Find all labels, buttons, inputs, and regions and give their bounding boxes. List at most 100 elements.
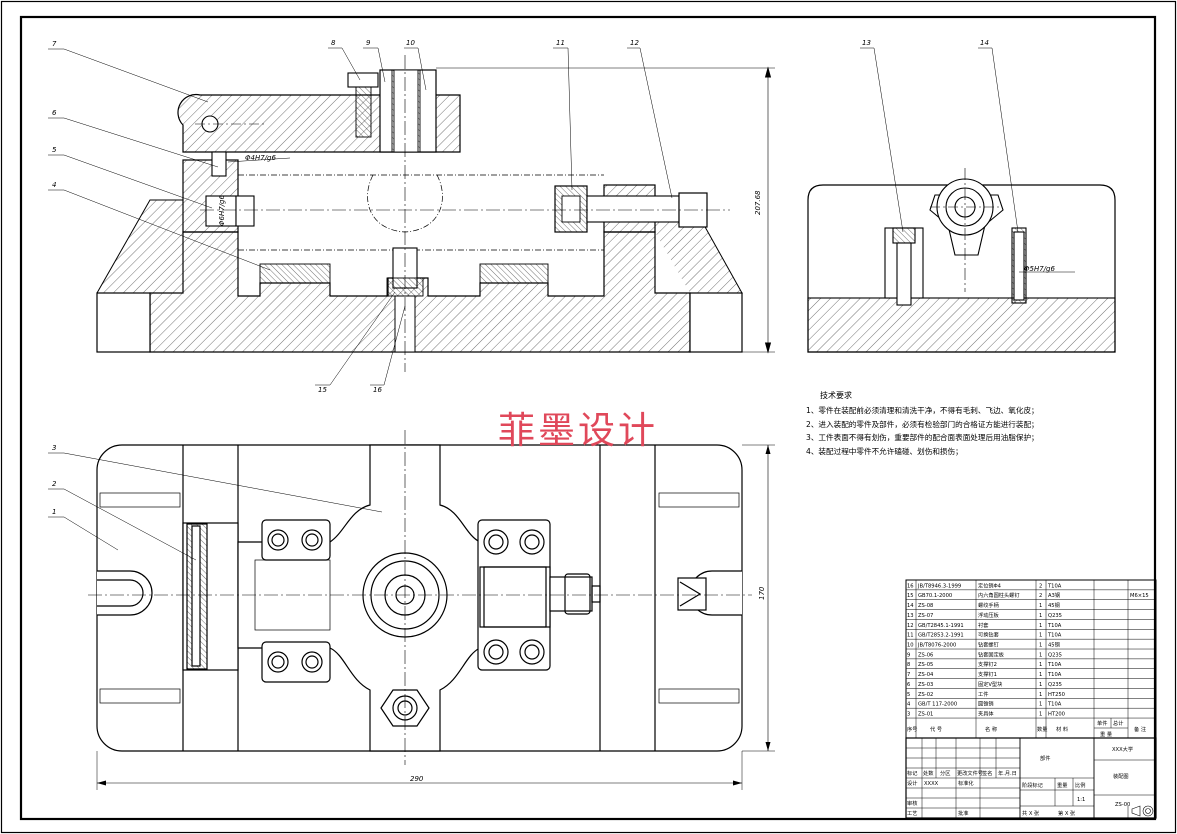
bom-cell: ZS-03 xyxy=(918,682,933,688)
tb-weight-label: 重量 xyxy=(1057,781,1067,789)
balloon-16: 16 xyxy=(373,386,382,394)
plan-view xyxy=(88,430,775,790)
bom-cell: GB/T 117-2000 xyxy=(918,702,957,708)
bom-cell: 1 xyxy=(1039,672,1042,678)
bom-header-no: 序号 xyxy=(907,725,917,733)
plan-height-dim: 170 xyxy=(758,586,766,600)
bom-cell: 支撑钉1 xyxy=(978,670,997,678)
bom-cell: ZS-04 xyxy=(918,672,934,678)
bom-header-remark: 备 注 xyxy=(1134,725,1146,733)
balloon-13: 13 xyxy=(862,39,871,47)
tb-drawing-no: ZS-00 xyxy=(1115,802,1130,808)
bom-cell: T10A xyxy=(1047,662,1062,668)
fit-callout-3: Φ5H7/g6 xyxy=(1024,265,1055,273)
balloon-4: 4 xyxy=(52,181,56,189)
watermark: 菲墨设计 xyxy=(498,409,658,452)
tech-line-2: 2、进入装配的零件及部件，必须有检验部门的合格证方能进行装配； xyxy=(806,419,1039,429)
tb-scale-label: 比例 xyxy=(1075,781,1085,789)
workpiece-phantom xyxy=(238,174,604,251)
bom-cell: 1 xyxy=(1039,643,1042,649)
bom-header-code: 代 号 xyxy=(930,725,942,733)
bom-cell: 1 xyxy=(1039,623,1042,629)
tb-approve-label: 批准 xyxy=(958,809,968,817)
bom-cell: 3 xyxy=(907,712,910,718)
tb-process-label: 工艺 xyxy=(907,810,917,817)
fit-callout-2: Φ6H7/g6 xyxy=(218,195,226,226)
bom-cell: 1 xyxy=(1039,662,1042,668)
bom-cell: M6×15 xyxy=(1130,593,1149,599)
bom-cell: 浮动压板 xyxy=(978,611,1000,619)
bom-cell: 1 xyxy=(1039,633,1042,639)
bom-cell: 5 xyxy=(907,692,910,698)
tb-sheet-total: 共 X 张 xyxy=(1022,809,1040,817)
left-flange xyxy=(96,292,151,353)
bom-cell: ZS-02 xyxy=(918,692,933,698)
bom-cell: 12 xyxy=(907,623,914,629)
bom-cell: 2 xyxy=(1039,593,1042,599)
tb-company: XXX大学 xyxy=(1112,745,1133,753)
bom-cell: 6 xyxy=(907,682,910,688)
tb-mark-label: 标记 xyxy=(907,769,917,777)
fit-callout-1: Φ4H7/g6 xyxy=(245,154,276,162)
bom-cell: T10A xyxy=(1047,702,1062,708)
bom-cell: JB/T8946.3-1999 xyxy=(917,583,961,589)
left-rib xyxy=(96,199,184,294)
plan-view-leaders xyxy=(48,452,383,561)
bom-cell: GB70.1-2000 xyxy=(918,593,952,599)
bom-cell: 11 xyxy=(907,633,914,639)
balloon-2: 2 xyxy=(52,480,57,488)
bom-cell: Q235 xyxy=(1048,613,1062,619)
tech-title: 技术要求 xyxy=(820,391,852,400)
bom-cell: 夹具体 xyxy=(978,710,994,718)
tb-date-label: 年.月.日 xyxy=(998,769,1017,777)
bom-cell: 7 xyxy=(907,672,910,678)
bom-cell: 16 xyxy=(907,583,914,589)
balloon-1: 1 xyxy=(52,508,56,516)
clamp-screw xyxy=(586,195,680,223)
tb-scale: 1:1 xyxy=(1077,797,1085,803)
bom-cell: 钻套螺钉 xyxy=(978,641,999,649)
side-view-leaders xyxy=(860,47,1019,233)
bom-cell: ZS-08 xyxy=(918,603,933,609)
tb-sheet-no: 第 X 张 xyxy=(1058,809,1076,817)
bom-cell: GB/T2853.2-1991 xyxy=(918,633,964,639)
tb-review-label: 审核 xyxy=(907,799,917,807)
balloon-7: 7 xyxy=(52,40,57,48)
bom-cell: 9 xyxy=(907,652,910,658)
front-view-leaders xyxy=(48,47,673,386)
tech-line-1: 1、零件在装配前必须清理和清洗干净，不得有毛刺、飞边、氧化皮； xyxy=(806,406,1039,415)
bom-cell: 15 xyxy=(907,593,914,599)
bom-cell: GB/T2845.1-1991 xyxy=(918,623,964,629)
locating-pin-5 xyxy=(205,195,237,227)
bom-cell: T10A xyxy=(1047,672,1062,678)
title-block xyxy=(905,737,1157,819)
balloon-5: 5 xyxy=(52,146,57,154)
technical-requirements: 技术要求 1、零件在装配前必须清理和清洗干净，不得有毛刺、飞边、氧化皮； 2、进… xyxy=(806,390,1156,458)
bom-header-weight: 重 量 xyxy=(1100,730,1112,738)
bom-cell: 衬套 xyxy=(978,621,989,629)
support-strip-right xyxy=(479,263,549,284)
side-base-section xyxy=(807,297,1116,353)
bom-cell: HT200 xyxy=(1048,712,1065,718)
bom-cell: 固定V型块 xyxy=(978,680,1003,688)
bom-cell: 1 xyxy=(1039,682,1042,688)
tech-line-3: 3、工件表面不得有划伤，重要部件的配合面表面处理后用油脂保护； xyxy=(806,433,1039,442)
front-height-dim: 207.68 xyxy=(754,190,762,215)
tb-stage-label: 阶段标记 xyxy=(1022,781,1043,789)
bom-cell: A3钢 xyxy=(1048,591,1060,599)
bom-cell: 可换钻套 xyxy=(978,631,1000,639)
bom-cell: 工件 xyxy=(978,690,988,698)
projection-symbol-icon xyxy=(1131,805,1154,817)
balloon-8: 8 xyxy=(331,39,336,47)
bom-cell: ZS-06 xyxy=(918,652,933,658)
tb-sign-label: 签名 xyxy=(982,769,992,777)
bom-cell: ZS-05 xyxy=(918,662,933,668)
left-slot xyxy=(97,570,153,616)
balloon-10: 10 xyxy=(406,39,415,47)
tb-part-label: 部件 xyxy=(1040,754,1050,762)
title-block-text: 部件 XXX大学 装配图 ZS-00 阶段标记 重量 比例 1:1 共 X 张 … xyxy=(907,745,1133,817)
tb-design-label: 设计 xyxy=(907,779,917,787)
bom-cell: 1 xyxy=(1039,712,1042,718)
